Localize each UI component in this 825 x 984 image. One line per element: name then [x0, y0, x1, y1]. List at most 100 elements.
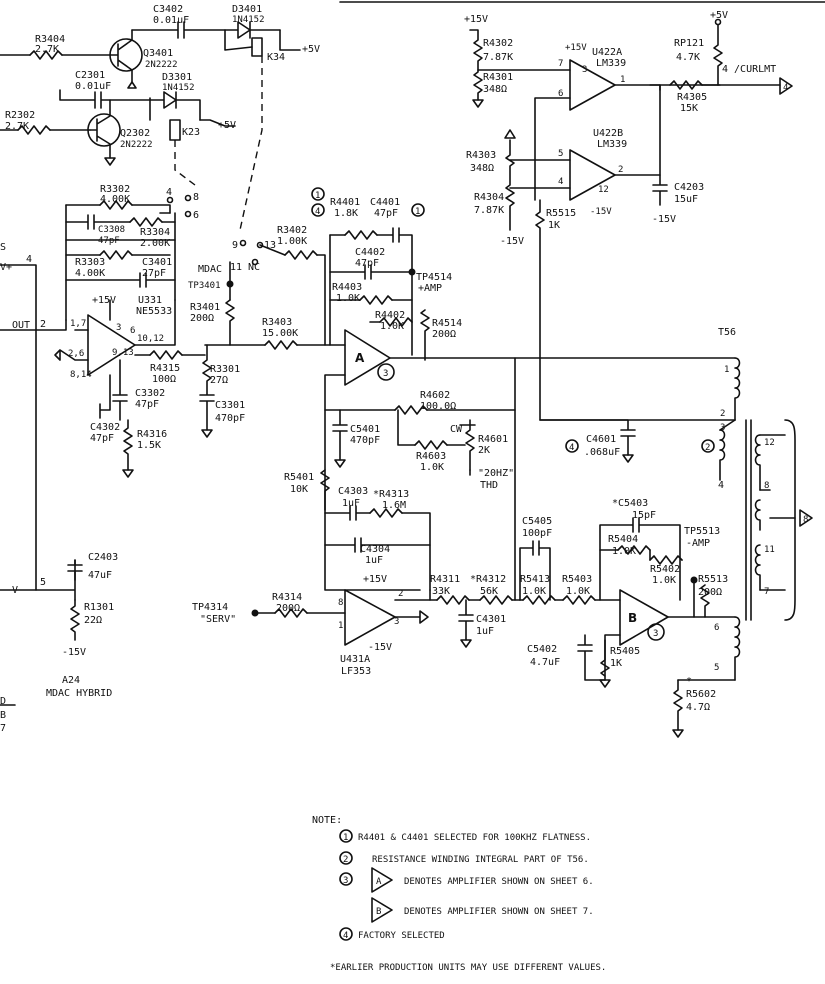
label-tp3401: TP3401 — [188, 281, 221, 291]
label-u431a: U431A — [340, 654, 370, 665]
note-ref-circle — [565, 439, 579, 453]
gain-switch-section — [199, 239, 346, 438]
t56-pin-8: 8 — [764, 481, 769, 491]
pin-1-7: 1,7 — [70, 319, 86, 329]
label-r3403: R3403 — [262, 317, 292, 328]
note-2-text: RESISTANCE WINDING INTEGRAL PART OF T56. — [372, 855, 589, 865]
pin-4: 4 — [26, 254, 32, 265]
label-r4305: R4305 — [677, 92, 707, 103]
value-r5413: 1.0K — [522, 586, 546, 597]
switch-pin-8: 8 — [193, 192, 199, 203]
value-r4401: 1.8K — [334, 208, 358, 219]
edge-label-b: B — [0, 710, 6, 721]
value-r4316: 1.5K — [137, 440, 161, 451]
pin-2: 2 — [40, 319, 46, 330]
label-r3401: R3401 — [190, 302, 220, 313]
u422b-pin-2: 2 — [618, 165, 623, 175]
amp-b-symbol: B — [628, 611, 637, 625]
value-r4312: 56K — [480, 586, 498, 597]
note-ref-4: 4 — [315, 207, 320, 217]
label-minus15v-b: -15V — [500, 236, 524, 247]
pin-8-14: 8,14 — [70, 370, 92, 380]
value-c4302: 47pF — [90, 433, 114, 444]
label-c2403: C2403 — [88, 552, 118, 563]
note-circle — [339, 829, 353, 843]
label-r4301: R4301 — [483, 72, 513, 83]
note-4-text: FACTORY SELECTED — [358, 931, 445, 941]
value-u422a: LM339 — [596, 58, 626, 69]
label-rp121: RP121 — [674, 38, 704, 49]
switch-pin-4: 4 — [166, 187, 172, 198]
label-mdac: MDAC — [198, 264, 222, 275]
label-c5401: C5401 — [350, 424, 380, 435]
note-3-number: 3 — [343, 876, 348, 886]
amp-a-ref-3: 3 — [383, 369, 388, 379]
value-r4602: 100.0Ω — [420, 401, 456, 412]
u422b-pin-4: 4 — [558, 177, 563, 187]
input-amp-section — [0, 194, 206, 706]
t56-pin-7: 7 — [764, 587, 769, 597]
pin-2-6: 2,6 — [68, 349, 84, 359]
t56-pin-6: 6 — [714, 623, 719, 633]
label-r4312: *R4312 — [470, 574, 506, 585]
value-c4301: 1uF — [476, 626, 494, 637]
label-c4303: C4303 — [338, 486, 368, 497]
label-curlmt: 4 /CURLMT — [722, 64, 776, 75]
label-a24: A24 — [62, 675, 80, 686]
value-r3404: 2.7K — [35, 44, 59, 55]
value-r4402: 1.0K — [380, 321, 404, 332]
value-r5515: 1K — [548, 220, 560, 231]
note-1-number: 1 — [343, 833, 348, 843]
label-r3302: R3302 — [100, 184, 130, 195]
t56-pin-3: 3 — [720, 423, 725, 433]
value-rp121: 4.7K — [676, 52, 700, 63]
label-minus15v-c: -15V — [652, 214, 676, 225]
label-r4603: R4603 — [416, 451, 446, 462]
label-r3402: R3402 — [277, 225, 307, 236]
switch-pin-11: 11 — [230, 262, 242, 273]
pin-5: 5 — [40, 577, 46, 588]
transformer-t56 — [719, 357, 813, 681]
amp-a-section — [324, 227, 736, 591]
label-r4401: R4401 — [330, 197, 360, 208]
label-c3302: C3302 — [135, 388, 165, 399]
label-r4311: R4311 — [430, 574, 460, 585]
label-r4313: *R4313 — [373, 489, 409, 500]
label-c3308: C3308 — [98, 225, 125, 235]
value-r4314: 200Ω — [276, 603, 300, 614]
label-r4403: R4403 — [332, 282, 362, 293]
label-c4304: C4304 — [360, 544, 390, 555]
value-q3401: 2N2222 — [145, 60, 178, 70]
value-c4303: 1uF — [342, 498, 360, 509]
note-2-number: 2 — [343, 855, 348, 865]
pin-10-12: 10,12 — [137, 334, 164, 344]
note-star-text: *EARLIER PRODUCTION UNITS MAY USE DIFFER… — [330, 963, 606, 973]
label-u422b: U422B — [593, 128, 623, 139]
note-ref-1a: 1 — [315, 191, 320, 201]
label-c4401: C4401 — [370, 197, 400, 208]
label-r4601: R4601 — [478, 434, 508, 445]
label-d3401: D3401 — [232, 4, 262, 15]
t56-pin-11: 11 — [764, 545, 775, 555]
label-r5404: R5404 — [608, 534, 638, 545]
u431a-pin-3: 3 — [394, 617, 399, 627]
label-plus15v-b: +15V — [565, 43, 587, 53]
label-20hz: "20HZ" — [478, 468, 514, 479]
value-r4601: 2K — [478, 445, 490, 456]
value-r5602: 4.7Ω — [686, 702, 710, 713]
edge-label-d: D — [0, 696, 6, 707]
note-3-amp-a: A — [376, 877, 382, 887]
value-c5405: 100pF — [522, 528, 552, 539]
note-circle — [339, 851, 353, 865]
label-plus15v-servo: +15V — [363, 574, 387, 585]
label-u331: U331 — [138, 295, 162, 306]
t56-pin-2: 2 — [720, 409, 725, 419]
u422b-pin-5: 5 — [558, 149, 563, 159]
note-3-amp-b: B — [376, 907, 381, 917]
label-r4314: R4314 — [272, 592, 302, 603]
note-1-text: R4401 & C4401 SELECTED FOR 100KHZ FLATNE… — [358, 833, 591, 843]
value-r4303: 348Ω — [470, 163, 494, 174]
u422b-pin-12: 12 — [598, 185, 609, 195]
label-r5402: R5402 — [650, 564, 680, 575]
value-c3401: 27pF — [142, 268, 166, 279]
